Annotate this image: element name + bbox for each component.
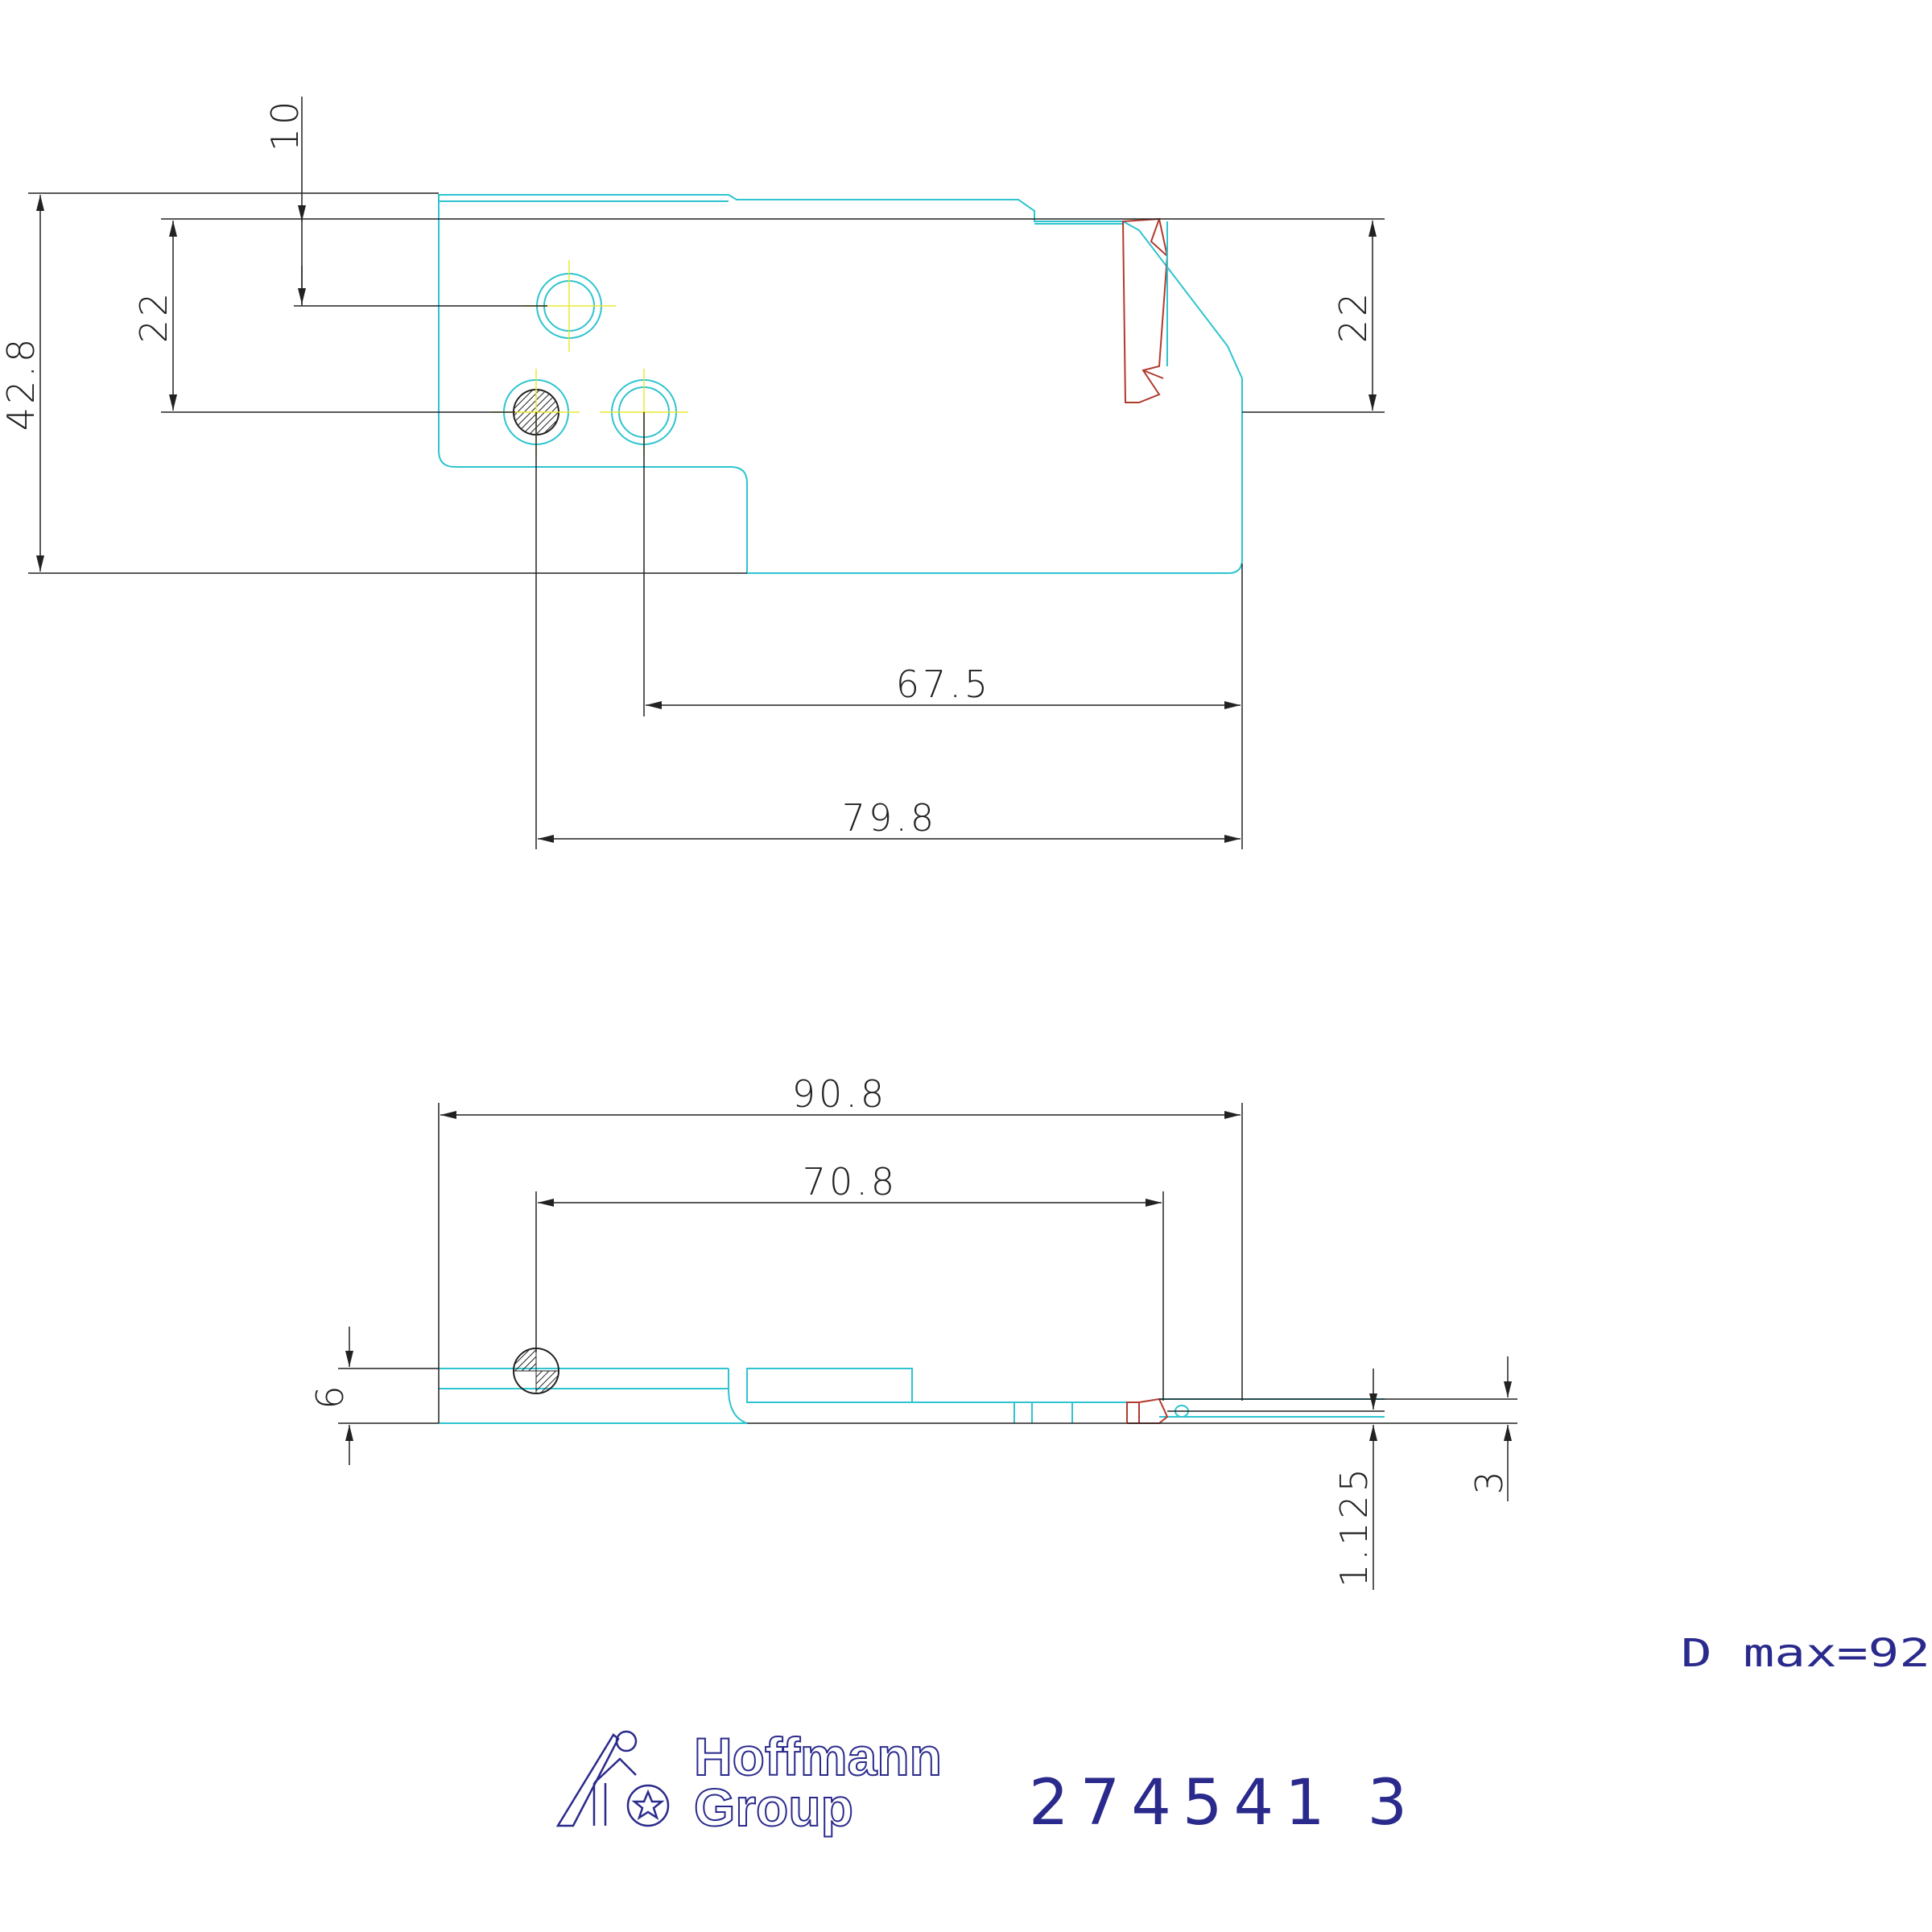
dim-insert-height: 22 (1331, 290, 1375, 344)
dim-hole-to-tip-inner: 67.5 (896, 663, 991, 706)
max-diameter-note: D max=92 (1681, 1631, 1930, 1676)
cutting-insert-side (1126, 1397, 1169, 1424)
hole-pivot-side (513, 1348, 559, 1394)
dim-overall-length: 90.8 (792, 1072, 887, 1116)
cutting-insert (1121, 217, 1169, 403)
hoffmann-logo (555, 1730, 670, 1827)
brand-name-line1: Hoffmann (694, 1727, 942, 1786)
part-number: 274541 3 (1029, 1767, 1418, 1839)
brand-name-line2: Group (694, 1777, 853, 1837)
dim-insert-offset: 1.125 (1332, 1465, 1376, 1587)
dim-hole-spacing: 22 (132, 290, 175, 344)
dim-overall-height: 42.8 (0, 336, 43, 431)
dim-hole-offset: 10 (263, 98, 307, 152)
dim-hole-to-insert: 70.8 (803, 1160, 898, 1203)
top-view: 42.8 10 22 22 67.5 79.8 (0, 97, 1385, 849)
logo-wheel (626, 1784, 670, 1827)
logo-figure (555, 1733, 620, 1827)
holder-outline (438, 194, 1243, 574)
side-view: 90.8 70.8 6 1.125 3 (308, 1072, 1517, 1590)
dim-insert-width: 3 (1468, 1468, 1511, 1494)
dim-hole-to-tip-outer: 79.8 (842, 796, 937, 840)
logo-head (615, 1730, 638, 1752)
logo-star-icon (631, 1789, 665, 1820)
dim-body-thickness: 6 (308, 1382, 352, 1409)
